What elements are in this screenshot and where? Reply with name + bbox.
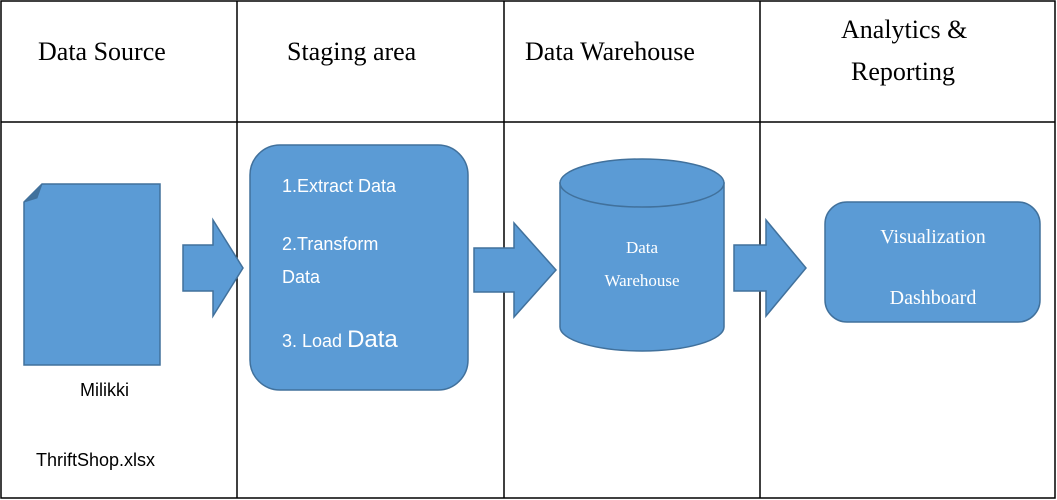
reporting-dashboard: Dashboard xyxy=(890,287,977,309)
staging-steps-box xyxy=(249,144,469,391)
header-analytics-line1: Analytics & xyxy=(841,15,967,44)
right-arrow-icon xyxy=(182,217,244,319)
reporting-visualization: Visualization xyxy=(880,226,985,248)
warehouse-label-line1: Data xyxy=(626,238,659,257)
header-data-warehouse: Data Warehouse xyxy=(525,37,695,66)
reporting-box xyxy=(824,201,1041,323)
document-icon xyxy=(23,183,161,366)
warehouse-label-line2: Warehouse xyxy=(604,271,679,290)
staging-step-load-prefix: 3. Load xyxy=(282,331,347,351)
staging-step-transform-line1: 2.Transform xyxy=(282,234,378,254)
header-data-source: Data Source xyxy=(38,37,166,66)
staging-step-load: 3. Load Data xyxy=(282,326,398,353)
staging-step-extract: 1.Extract Data xyxy=(282,176,397,196)
staging-step-transform-line2: Data xyxy=(282,267,321,287)
right-arrow-icon xyxy=(473,221,558,319)
database-cylinder-icon xyxy=(559,158,725,352)
right-arrow-icon xyxy=(733,217,807,319)
source-file-name-line1: Milikki xyxy=(80,380,129,400)
staging-step-load-word: Data xyxy=(347,326,398,353)
header-analytics-line2: Reporting xyxy=(851,57,955,86)
header-staging-area: Staging area xyxy=(287,37,417,66)
source-file-name-line2: ThriftShop.xlsx xyxy=(36,450,155,470)
